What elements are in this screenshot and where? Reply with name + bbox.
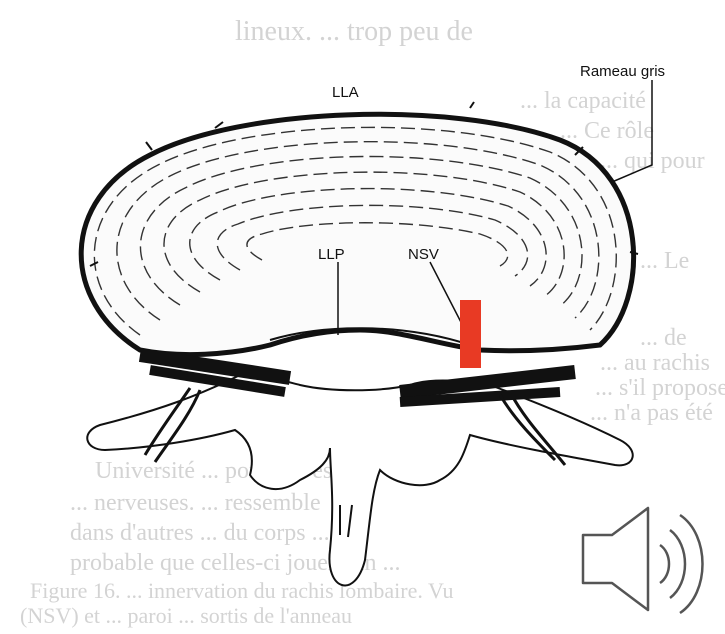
bg-text-line: lineux. ... trop peu de xyxy=(235,16,473,47)
bg-text-line: ... au rachis xyxy=(600,350,710,376)
highlight-marker xyxy=(460,300,481,368)
label-nsv: NSV xyxy=(408,246,439,263)
bg-text-line: ... n'a pas été xyxy=(590,400,713,426)
bg-text-line: ... Le xyxy=(640,248,689,274)
label-lla: LLA xyxy=(332,84,359,101)
bg-text-line: dans d'autres ... du corps ... à xyxy=(70,520,347,546)
bg-text-line: ... s'il propose xyxy=(595,375,725,401)
label-rameau-gris: Rameau gris xyxy=(580,63,665,80)
bg-text-line: Figure 16. ... innervation du rachis lom… xyxy=(30,578,454,603)
bg-text-line: ... la capacité xyxy=(520,88,646,114)
speaker-icon[interactable] xyxy=(583,508,703,613)
bg-text-line: ... Ce rôle xyxy=(560,118,654,144)
label-llp: LLP xyxy=(318,246,345,263)
bg-text-line: (NSV) et ... paroi ... sortis de l'annea… xyxy=(20,603,352,628)
bg-text-line: ... de xyxy=(640,325,687,351)
vertebral-disc xyxy=(81,102,638,355)
bg-text-line: ... nerveuses. ... ressemble xyxy=(70,490,321,516)
disc-outline xyxy=(81,114,633,354)
